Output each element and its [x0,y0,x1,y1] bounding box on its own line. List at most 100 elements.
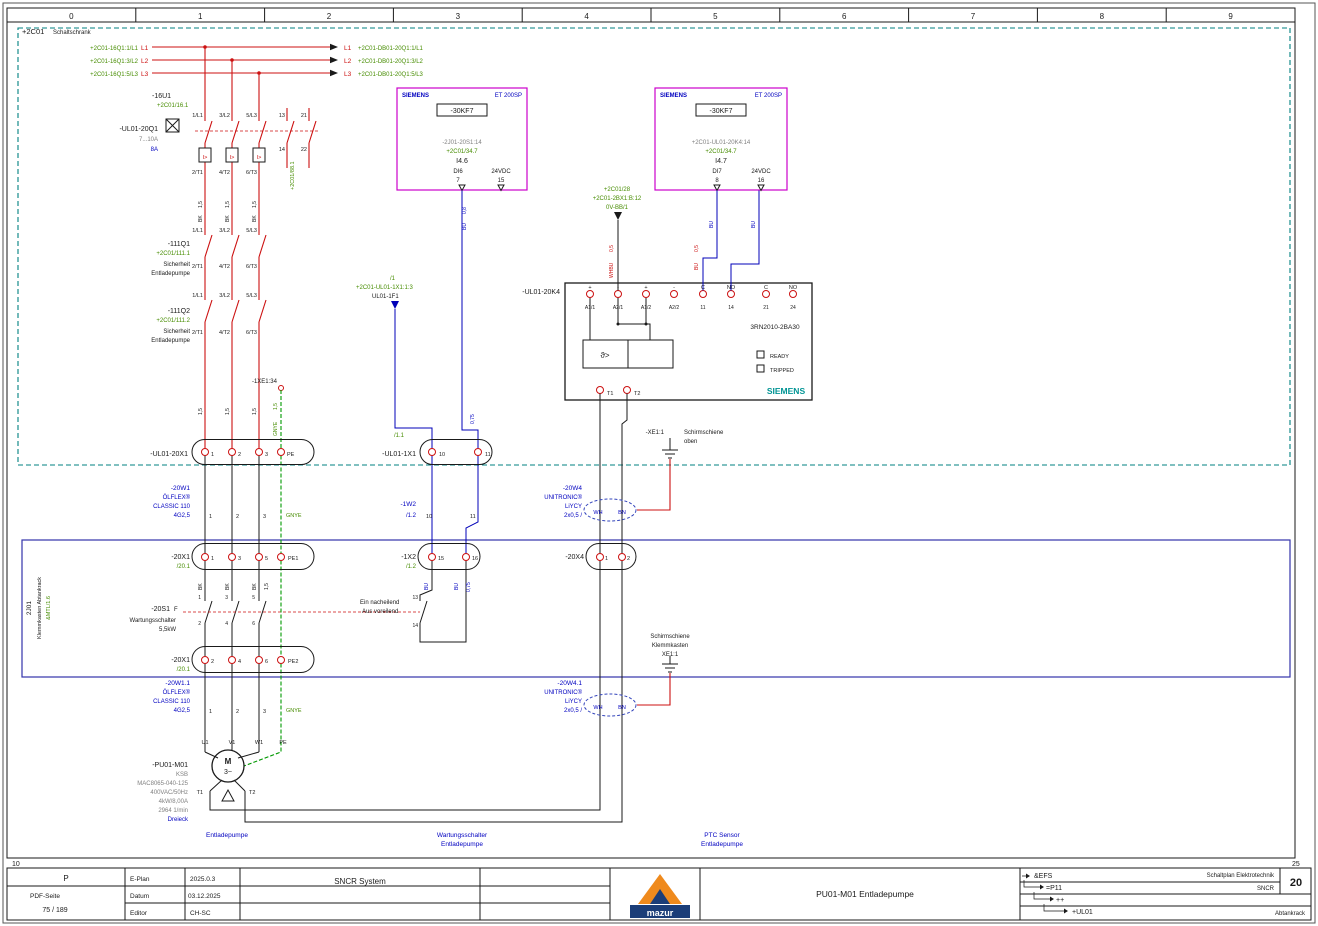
titleblock-eplan-version: 2025.0.3 [190,876,216,883]
plc1-src: -2J01-20S1:14 [442,140,482,146]
plc1-addr: I4.6 [456,158,468,165]
q20-term: 5/L3 [246,113,257,119]
terminal-num: 11 [485,452,491,458]
wire-size: 1,5 [225,408,231,415]
titleblock-title: PU01-M01 Entladepumpe [816,889,914,899]
wire-size: 0,75 [470,414,476,424]
relay-ul01-20k4 [564,282,813,401]
conductor-num: 10 [426,514,432,520]
wire-size: 1,5 [273,403,279,410]
overload-symbol: I> [230,155,235,161]
enclosure-2c01-border [17,27,1291,466]
strip-1x1-tag: -UL01-1X1 [382,451,416,458]
s20-tag: -20S1 [151,606,170,613]
relay-polarity: + [644,285,647,291]
wire-color: WHBU [609,262,615,278]
function-label: Entladepumpe [701,841,743,848]
q111-1-term: 4/T2 [219,264,230,270]
function-label: Wartungsschalter [437,832,488,839]
relay-contact: NO [789,285,798,291]
q111-1-term: 1/L1 [192,228,203,234]
wire-size: 0,75 [466,582,472,592]
relay-terminal: T1 [607,391,613,397]
logo-text: mazur [647,908,674,918]
ruler-col-2: 2 [327,12,332,21]
plc1-ref: +2C01/34.7 [446,149,478,155]
s20-note: Ein nacheilend [360,600,399,606]
motor-tag: -PU01-M01 [152,762,188,769]
terminal-strips [191,439,637,673]
wire-size: 0,5 [694,245,700,252]
strip-20x1b-tag: -20X1 [171,657,190,664]
plc-module-30kf7-di7 [654,87,788,192]
l3-dst-ref: +2C01-DB01-20Q1:5/L3 [358,72,424,78]
terminal-num: 5 [265,556,268,562]
xe1-bottom-fn: Klemmkasten [652,643,688,649]
box-2j01-ref: &MTL/1.6 [46,596,52,620]
relay-polarity: - [617,285,619,291]
cable-20w11-tag: -20W1.1 [165,680,190,687]
relay-polarity: + [588,285,591,291]
relay-terminal: A1/2 [641,305,652,311]
q20-term: 6/T3 [246,170,257,176]
conductor-num: GNYE [286,513,302,519]
terminal-num: 10 [439,452,445,458]
ruler-col-3: 3 [456,12,461,21]
q111-2-fn: Entladepumpe [151,338,190,344]
plc2-vdc: 24VDC [751,169,771,175]
titleblock-eplan-label: E-Plan [130,876,150,883]
s20-term: 3 [225,595,228,601]
q111-1-term: 6/T3 [246,264,257,270]
cable-20w41-size: 2x0,5 / [564,708,582,714]
titleblock-pdfpage-value: 75 / 189 [42,907,67,914]
s20-term: 14 [412,623,418,629]
titleblock-structure-pp: ++ [1056,897,1064,904]
cable-20w4-type: UNITRONIC® [544,494,582,501]
wire-size: 1,5 [264,583,270,590]
wire-color: BU [709,221,715,228]
titleblock-page-number: 20 [1290,877,1302,889]
q111-1-ref: +2C01/111.1 [156,251,190,257]
relay-terminal: T2 [634,391,640,397]
relay-terminal: A2/2 [669,305,680,311]
terminal-num: PE2 [288,659,298,665]
s20-term: 6 [252,621,255,627]
plc1-brand: SIEMENS [402,93,429,99]
conductor-color: BN [618,510,626,516]
cable-20w1-type: ÖLFLEX® [163,494,191,501]
plc2-pin: 16 [758,178,765,184]
motor-feed-wires [183,455,428,792]
conductor-color: WH [593,510,602,516]
cable-20w4-type: LiYCY [565,504,582,510]
relay-terminal: 21 [763,305,769,311]
l1-src-ref: +2C01-16Q1:1/L1 [90,46,139,52]
q111-1-term: 5/L3 [246,228,257,234]
xe1-bottom-tag: XE1:1 [662,652,679,658]
motor-term: W1 [255,740,263,746]
title-block [7,868,1311,920]
q111-2-term: 1/L1 [192,293,203,299]
strip-20x1-ref: /20.1 [177,564,191,570]
s20-power: 5,5kW [159,627,176,633]
ref-2bx1: +2C01-2BX1:B:12 [593,196,642,202]
relay-tag: -UL01-20K4 [522,289,560,296]
ruler-col-0: 0 [69,12,74,21]
conductor-num: 3 [263,709,266,715]
relay-led: READY [770,354,789,360]
plc2-di: DI7 [712,169,722,175]
ref-1: /1 [390,276,396,282]
plc2-ref: +2C01/34.7 [705,149,737,155]
strip-20x1-tag: -20X1 [171,554,190,561]
cable-20w4-tag: -20W4 [563,485,583,492]
motor-symbol-3ph: 3~ [224,769,232,776]
ruler-col-8: 8 [1100,12,1105,21]
terminal-num: PE [287,452,295,458]
ref-0v: 0V-BB/1 [606,205,629,211]
terminal-num: 16 [472,556,478,562]
terminal-num: 6 [265,659,268,665]
plc1-di: DI6 [453,169,463,175]
cable-20w1-size: 4G2,5 [174,513,191,519]
terminal-num: 2 [238,452,241,458]
